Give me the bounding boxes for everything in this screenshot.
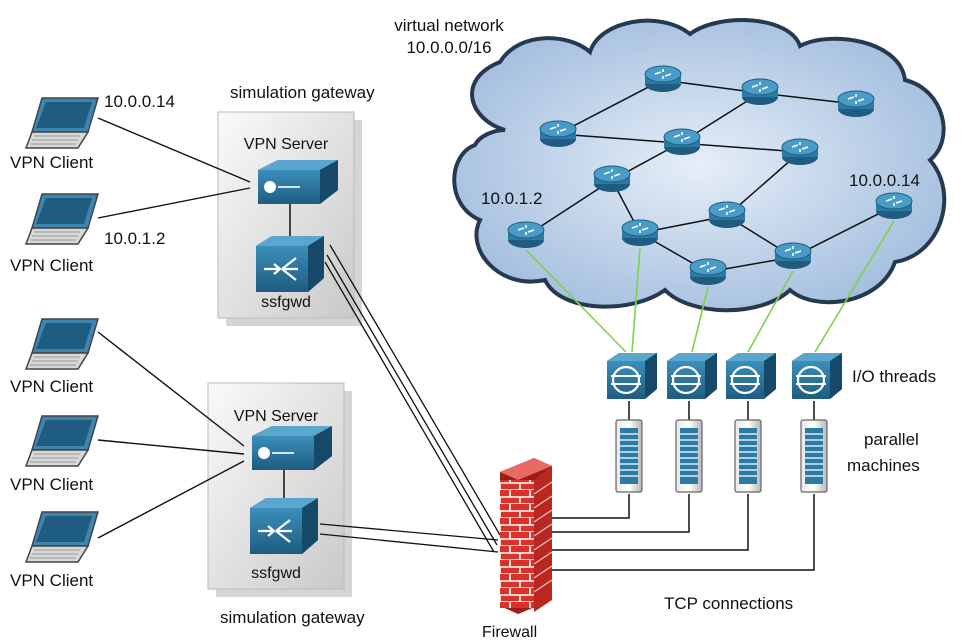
ssfgwd-top-label: ssfgwd bbox=[261, 294, 311, 311]
client-label: VPN Client bbox=[10, 377, 93, 396]
tcp-connections-label: TCP connections bbox=[664, 594, 793, 613]
cloud-title-line1: virtual network bbox=[394, 16, 504, 35]
client-label: VPN Client bbox=[10, 256, 93, 275]
router-icon bbox=[708, 201, 746, 229]
router-icon bbox=[663, 128, 701, 156]
vpn-server-top-label: VPN Server bbox=[244, 136, 329, 153]
parallel-label-line1: parallel bbox=[864, 430, 919, 449]
client-label: VPN Client bbox=[10, 571, 93, 590]
gateway-bottom-caption: simulation gateway bbox=[220, 608, 365, 627]
io-thread-icon bbox=[724, 351, 778, 401]
io-thread-icon bbox=[790, 351, 844, 401]
router-icon bbox=[689, 258, 727, 286]
client-ip: 10.0.1.2 bbox=[104, 229, 165, 248]
io-threads-label: I/O threads bbox=[852, 367, 936, 386]
router-icon bbox=[837, 90, 875, 118]
io-thread-icon bbox=[665, 351, 719, 401]
gateway-top-caption: simulation gateway bbox=[230, 83, 375, 102]
gateway-top-panel bbox=[217, 111, 362, 326]
io-links bbox=[525, 220, 895, 353]
ssfgwd-top-icon bbox=[254, 234, 326, 294]
parallel-machines bbox=[615, 419, 828, 493]
laptop-icon bbox=[25, 511, 99, 563]
laptop-icon bbox=[25, 318, 99, 370]
router-icon bbox=[781, 138, 819, 166]
laptop-icon bbox=[25, 415, 99, 467]
gateway-firewall-lines bbox=[319, 244, 501, 553]
cloud-title-line2: 10.0.0.0/16 bbox=[406, 38, 491, 57]
router-icon bbox=[539, 120, 577, 148]
router-icon bbox=[644, 65, 682, 93]
router-icon bbox=[875, 192, 913, 220]
router-icon bbox=[741, 78, 779, 106]
router-icon bbox=[774, 242, 812, 270]
server-icon bbox=[675, 419, 703, 493]
io-threads bbox=[605, 351, 844, 401]
parallel-label-line2: machines bbox=[847, 456, 920, 475]
vpn-server-bottom-icon bbox=[251, 425, 333, 471]
ssfgwd-bottom-label: ssfgwd bbox=[251, 565, 301, 582]
tcp-connection-lines bbox=[552, 494, 815, 571]
client-ip: 10.0.0.14 bbox=[104, 92, 175, 111]
io-thread-icon bbox=[605, 351, 659, 401]
ssfgwd-bottom-icon bbox=[248, 496, 320, 556]
laptop-icon bbox=[25, 97, 99, 149]
firewall bbox=[500, 458, 553, 614]
virtual-network-cloud bbox=[452, 18, 947, 313]
server-icon bbox=[734, 419, 762, 493]
cloud-ip-right: 10.0.0.14 bbox=[849, 171, 920, 190]
vpn-server-top-icon bbox=[257, 159, 339, 205]
io-to-server-links bbox=[628, 401, 815, 420]
router-icon bbox=[621, 219, 659, 247]
server-icon bbox=[615, 419, 643, 493]
firewall-label: Firewall bbox=[482, 624, 537, 641]
server-icon bbox=[800, 419, 828, 493]
client-label: VPN Client bbox=[10, 153, 93, 172]
client-links bbox=[97, 117, 251, 539]
vpn-server-bottom-label: VPN Server bbox=[234, 408, 319, 425]
laptop-icon bbox=[25, 193, 99, 245]
client-label: VPN Client bbox=[10, 475, 93, 494]
router-icon bbox=[507, 221, 545, 249]
cloud-ip-left: 10.0.1.2 bbox=[481, 189, 542, 208]
router-icon bbox=[593, 165, 631, 193]
